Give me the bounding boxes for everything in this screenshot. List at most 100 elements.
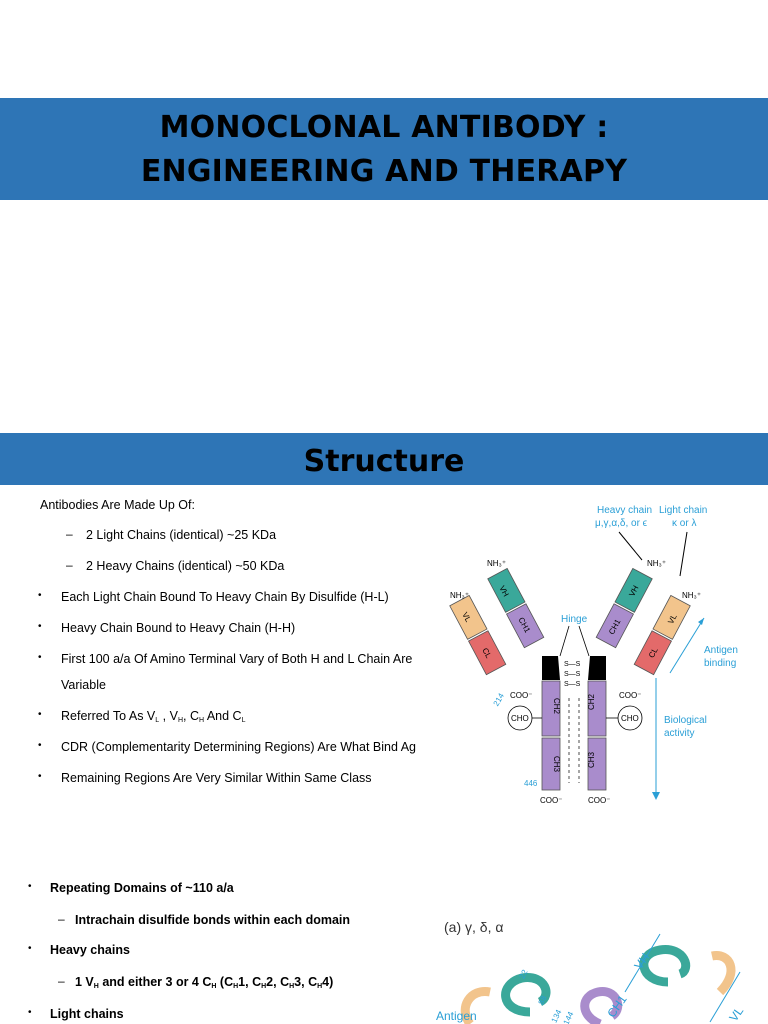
left-hinge — [542, 656, 560, 680]
light-chain-loop — [460, 987, 491, 1024]
nh3-label: NH₃⁺ — [450, 591, 469, 600]
dash-marker: – — [58, 912, 65, 926]
residue-22: 22 — [518, 968, 530, 980]
left-ch1-domain — [505, 603, 545, 649]
residue-88: 88 — [537, 994, 549, 1006]
title-line-1: MONOCLONAL ANTIBODY : — [159, 110, 609, 145]
right-ch2-label: CH2 — [587, 693, 596, 710]
sub-item-light-chains: 2 Light Chains (identical) ~25 KDa — [86, 528, 277, 542]
left-ch3-domain — [541, 737, 561, 791]
sub-item-intrachain: Intrachain disulfide bonds within each d… — [75, 913, 351, 927]
bullet-heavy-heavy: Heavy Chain Bound to Heavy Chain (H-H) — [61, 621, 296, 635]
bullet-remaining: Remaining Regions Are Very Similar Withi… — [61, 771, 372, 785]
subscript: H — [233, 983, 239, 990]
nh3-label: NH₃⁺ — [682, 591, 701, 600]
antigen-binding-arrow — [669, 617, 705, 674]
bullet-marker: • — [28, 1007, 32, 1018]
hinge-pointer-left — [559, 625, 570, 657]
left-vl-domain — [449, 594, 488, 640]
heavy-chain-types: μ,γ,α,δ, or ϵ — [595, 518, 648, 529]
coo-label: COO⁻ — [588, 796, 610, 805]
light-chain-types: κ or λ — [672, 518, 696, 529]
domains-slide: • Repeating Domains of ~110 a/a – Intrac… — [0, 836, 768, 1024]
title-banner: MONOCLONAL ANTIBODY : ENGINEERING AND TH… — [0, 98, 768, 200]
bullet-heavy-chains: Heavy chains — [50, 943, 130, 957]
antigen-label: Antigen — [436, 1009, 477, 1023]
diagram-panel-label: (a) γ, δ, α — [444, 919, 503, 935]
heavy-chain-loop — [639, 945, 691, 987]
right-cho-label: CHO — [621, 714, 639, 723]
text: , V — [159, 709, 178, 723]
subscript: L — [241, 717, 246, 724]
coo-label: COO⁻ — [540, 796, 562, 805]
text: 2, C — [266, 975, 290, 989]
arrow-head — [652, 792, 660, 800]
sub-item-heavy-chains: 2 Heavy Chains (identical) ~50 KDa — [86, 559, 285, 573]
residue-144: 144 — [562, 1010, 576, 1024]
text: 1, C — [238, 975, 262, 989]
structure-title: Structure — [303, 444, 465, 479]
bullet-marker: • — [38, 771, 42, 782]
subscript: H — [289, 983, 295, 990]
right-light-chain: VL CL — [633, 594, 691, 676]
title-line-2: ENGINEERING AND THERAPY — [140, 154, 628, 189]
left-ch2-domain — [541, 680, 561, 737]
subscript: H — [317, 983, 323, 990]
right-cl-domain — [633, 630, 673, 676]
text: 4) — [322, 975, 334, 989]
bullet-marker: • — [38, 621, 42, 632]
vh-arrow — [624, 933, 661, 993]
light-chain-label: Light chain — [659, 505, 707, 516]
nh3-label: NH₃⁺ — [647, 559, 666, 568]
nh3-label: NH₃⁺ — [487, 559, 506, 568]
subscript: H — [93, 983, 99, 990]
left-light-chain: VL CL — [449, 594, 507, 676]
subscript: H — [261, 983, 267, 990]
left-cl-label: CL — [480, 646, 493, 660]
coo-label: COO⁻ — [510, 691, 532, 700]
bullet-marker: • — [38, 652, 42, 663]
subscript: L — [155, 717, 160, 724]
left-vl-label: VL — [460, 611, 473, 624]
text: and either 3 or 4 C — [102, 975, 212, 989]
bullet-light-chains: Light chains — [50, 1007, 124, 1021]
disulfide-bond: S—S — [564, 671, 581, 678]
activity-label: activity — [664, 728, 695, 739]
biological-label: Biological — [664, 715, 707, 726]
bullet-variable-line1: First 100 a/a Of Amino Terminal Vary of … — [61, 652, 413, 666]
heavy-chain-loop — [501, 973, 551, 1017]
text: 1 V — [75, 975, 94, 989]
bullet-cdr: CDR (Complementarity Determining Regions… — [61, 740, 416, 754]
text: (C — [216, 975, 234, 989]
text: And C — [204, 709, 242, 723]
right-vh-domain — [614, 567, 653, 613]
disulfide-bond: S—S — [564, 681, 581, 688]
residue-214: 214 — [492, 691, 507, 708]
bullet-marker: • — [38, 709, 42, 720]
title-slide: MONOCLONAL ANTIBODY : ENGINEERING AND TH… — [0, 0, 768, 418]
light-chain-pointer — [679, 531, 688, 577]
subscript: H — [177, 717, 183, 724]
bullet-marker: • — [28, 881, 32, 892]
bullet-marker: • — [38, 590, 42, 601]
bullet-repeating-domains: Repeating Domains of ~110 a/a — [50, 881, 234, 895]
vl-arrow — [709, 971, 741, 1023]
hinge-pointer-right — [578, 625, 590, 657]
structure-banner: Structure — [0, 433, 768, 485]
text: Referred To As V — [61, 709, 156, 723]
binding-label: binding — [704, 658, 736, 669]
vl-label: VL — [726, 1004, 746, 1024]
intro-text: Antibodies Are Made Up Of: — [40, 498, 195, 512]
light-chain-loop — [711, 951, 736, 996]
antigen-label: Antigen — [704, 645, 738, 656]
dash-marker: – — [58, 974, 65, 988]
right-ch3-domain — [587, 737, 607, 791]
right-ch3-label: CH3 — [587, 751, 596, 768]
right-vl-label: VL — [666, 612, 679, 625]
dash-marker: – — [66, 527, 73, 541]
bullet-marker: • — [38, 740, 42, 751]
right-arm: VH CH1 — [595, 567, 653, 649]
text: , C — [183, 709, 199, 723]
dash-marker: – — [66, 558, 73, 572]
left-cho-label: CHO — [511, 714, 529, 723]
